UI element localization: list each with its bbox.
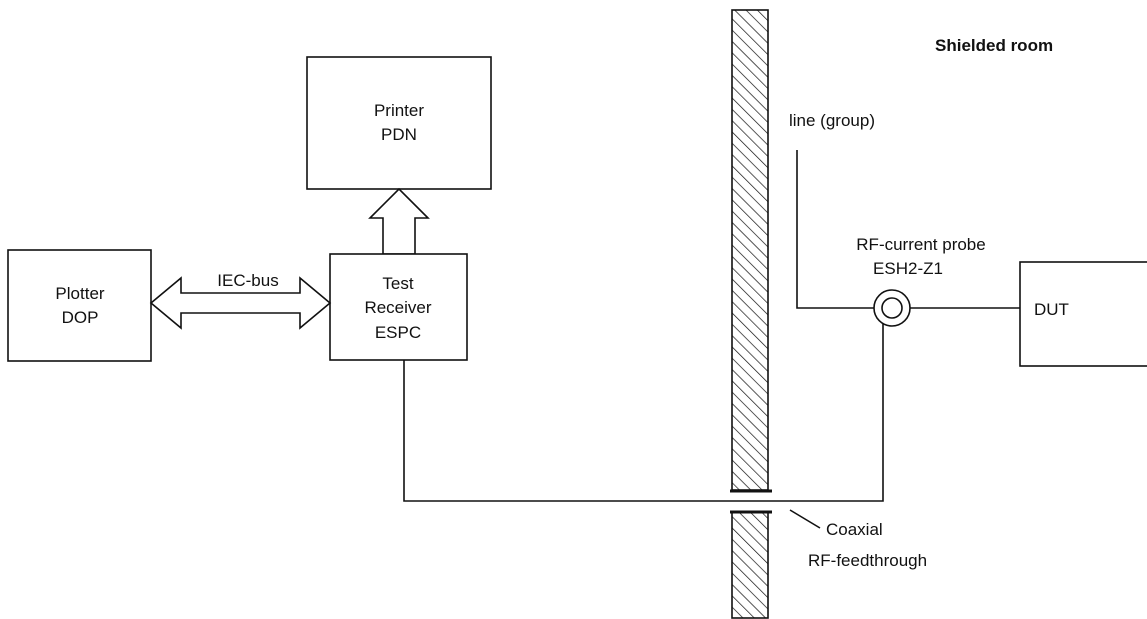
feedthrough-leader-line [789, 509, 821, 529]
coaxial-feedthrough [730, 489, 821, 529]
test-receiver-box [329, 253, 468, 361]
line-group-wire [796, 150, 874, 309]
shielded-room-label: Shielded room [935, 36, 1053, 55]
receiver-label-1: Test [382, 274, 413, 293]
receiver-label-2: Receiver [364, 298, 431, 317]
printer-label-1: Printer [374, 101, 424, 120]
probe-label-1: RF-current probe [856, 235, 985, 254]
receiver-label-3: ESPC [375, 323, 421, 342]
plotter-label-1: Plotter [55, 284, 104, 303]
feedthrough-label-1: Coaxial [826, 520, 883, 539]
iec-bus-arrow [149, 276, 332, 330]
plotter-box [7, 249, 152, 362]
probe-label-2: ESH2-Z1 [873, 259, 943, 278]
dut-label: DUT [1034, 300, 1069, 319]
dut-box [1019, 261, 1147, 367]
printer-label-2: PDN [381, 125, 417, 144]
coax-cable [403, 315, 884, 502]
iec-bus-label: IEC-bus [217, 271, 278, 290]
plotter-label-2: DOP [62, 308, 99, 327]
line-group-label: line (group) [789, 111, 875, 130]
printer-bus-arrow [368, 187, 430, 255]
printer-box [306, 56, 492, 190]
feedthrough-label-2: RF-feedthrough [808, 551, 927, 570]
current-probe-inner [881, 297, 903, 319]
shielded-wall [731, 9, 769, 619]
